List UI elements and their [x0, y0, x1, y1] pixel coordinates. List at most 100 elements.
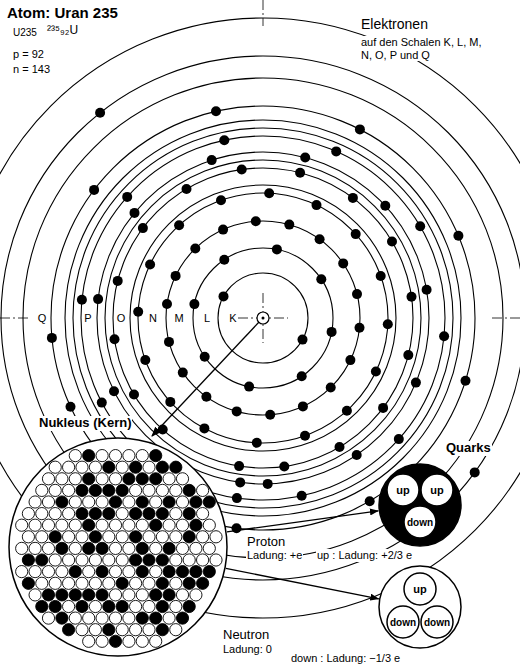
circle-shape [379, 464, 461, 546]
neutron-ball [176, 589, 188, 601]
neutron-ball [76, 577, 88, 589]
neutron-ball [29, 542, 41, 554]
electron-dot [335, 442, 345, 452]
proton-ball [76, 508, 88, 520]
shell-ring [105, 160, 421, 476]
shell-ring [166, 221, 360, 415]
shell-letter: N [148, 312, 158, 325]
shell-ring [23, 78, 503, 558]
neutron-ball [49, 554, 61, 566]
neutron-ball [36, 508, 48, 520]
shell-ring [1, 56, 520, 580]
electron-dot [199, 423, 209, 433]
electron-dot [178, 368, 188, 378]
neutron-ball [210, 531, 222, 543]
electron-dot [394, 434, 404, 444]
shell-ring [97, 152, 429, 484]
proton-ball [22, 577, 34, 589]
proton-ball [203, 496, 215, 508]
electron-dot [232, 493, 242, 503]
neutron-ball [49, 461, 61, 473]
neutron-ball [16, 519, 28, 531]
neutron-ball [109, 473, 121, 485]
neutron-ball [183, 554, 195, 566]
axis-line [0, 318, 28, 319]
proton-ball [130, 554, 142, 566]
shell-letter: O [116, 312, 127, 325]
neutron-ball [49, 484, 61, 496]
quark-charge: up : Ladung: +2/3 e [316, 549, 413, 562]
shell-letter: Q [37, 312, 48, 325]
neutron-ball [170, 484, 182, 496]
proton-ball [36, 554, 48, 566]
neutron-ball [116, 624, 128, 636]
electron-dot [298, 335, 308, 345]
circle-outline [8, 437, 228, 657]
proton-ball [42, 589, 54, 601]
electron-shells [0, 18, 520, 618]
electron-dot [47, 333, 57, 343]
shell-ring [130, 185, 396, 451]
circle-shape [421, 606, 453, 638]
axis-line [263, 293, 264, 343]
proton-ball [83, 473, 95, 485]
neutron-ball [170, 624, 182, 636]
electron-dot [327, 327, 337, 337]
neutron-ball [123, 612, 135, 624]
electron-dot [376, 271, 386, 281]
neutron-ball [197, 508, 209, 520]
electron-dot [371, 367, 381, 377]
proton-ball [150, 519, 162, 531]
electron-dot [189, 299, 199, 309]
electron-dot [461, 376, 471, 386]
proton-ball [203, 566, 215, 578]
electron-dot [174, 220, 184, 230]
proton-ball [36, 600, 48, 612]
proton-ball [96, 542, 108, 554]
proton-ball [183, 508, 195, 520]
charge-text: Ladung: +e [246, 549, 303, 562]
neutron-ball [150, 496, 162, 508]
neutron-ball [42, 612, 54, 624]
electron-dot [110, 334, 120, 344]
electron-dot [355, 124, 365, 134]
neutron-ball [203, 519, 215, 531]
electron-dot [300, 431, 310, 441]
electron-dot [133, 307, 143, 317]
quark-circle: down [420, 605, 454, 639]
neutron-ball [36, 577, 48, 589]
electron-dot [453, 231, 463, 241]
neutron-ball [156, 484, 168, 496]
electron-dot [252, 438, 262, 448]
quark-circle: up [403, 572, 437, 606]
electron-dot [235, 477, 245, 487]
neutron-ball [116, 461, 128, 473]
neutron-ball [143, 624, 155, 636]
neutron-ball [36, 531, 48, 543]
neutron-ball [130, 600, 142, 612]
circle-shape [404, 573, 436, 605]
neutron-ball [96, 473, 108, 485]
proton-ball [136, 542, 148, 554]
shell-ring [193, 248, 333, 388]
proton-ball [69, 589, 81, 601]
neutron-ball [96, 496, 108, 508]
electron-dot [251, 216, 261, 226]
shell-ring [218, 273, 308, 363]
neutron-ball [136, 635, 148, 647]
neutron-ball [136, 519, 148, 531]
neutron-count: n = 143 [12, 63, 51, 76]
quark-circle: up [420, 473, 454, 507]
electron-dot [232, 523, 242, 533]
proton-ball [136, 566, 148, 578]
proton-ball [109, 635, 121, 647]
neutron-ball [96, 612, 108, 624]
proton-ball [183, 484, 195, 496]
circle-shape [404, 506, 436, 538]
neutron-ball [176, 542, 188, 554]
neutron-ball [170, 508, 182, 520]
electron-dot [109, 386, 119, 396]
neutron-ball [83, 635, 95, 647]
proton-ball [83, 542, 95, 554]
proton-ball [103, 484, 115, 496]
